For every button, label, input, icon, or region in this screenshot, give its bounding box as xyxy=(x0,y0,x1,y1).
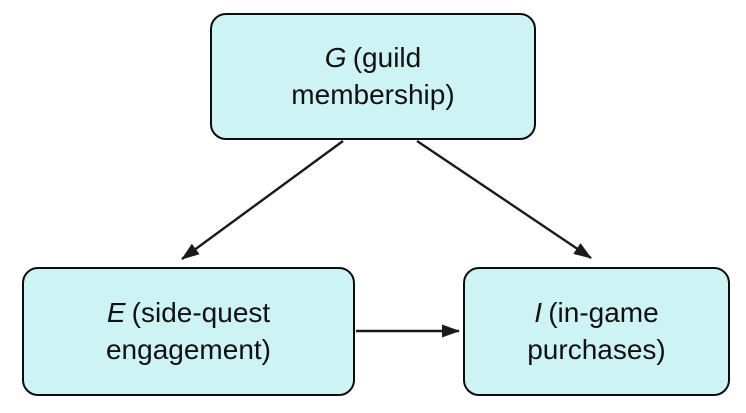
node-side-quest-engagement: E(side-quest engagement) xyxy=(22,267,355,396)
node-in-game-purchases: I(in-game purchases) xyxy=(463,267,730,396)
node-label: I(in-game purchases) xyxy=(489,295,704,369)
node-label: E(side-quest engagement) xyxy=(61,295,316,369)
edge-G-I-arrow xyxy=(416,140,592,259)
node-description: (side-quest engagement) xyxy=(105,296,271,365)
node-label: G(guild membership) xyxy=(256,40,491,114)
node-variable: E xyxy=(106,296,126,328)
edge-G-E-arrow xyxy=(181,140,344,260)
node-description: (in-game purchases) xyxy=(527,296,666,365)
node-guild-membership: G(guild membership) xyxy=(210,13,536,140)
node-variable: G xyxy=(324,41,347,73)
node-description: (guild membership) xyxy=(291,41,455,110)
node-variable: I xyxy=(534,296,543,328)
